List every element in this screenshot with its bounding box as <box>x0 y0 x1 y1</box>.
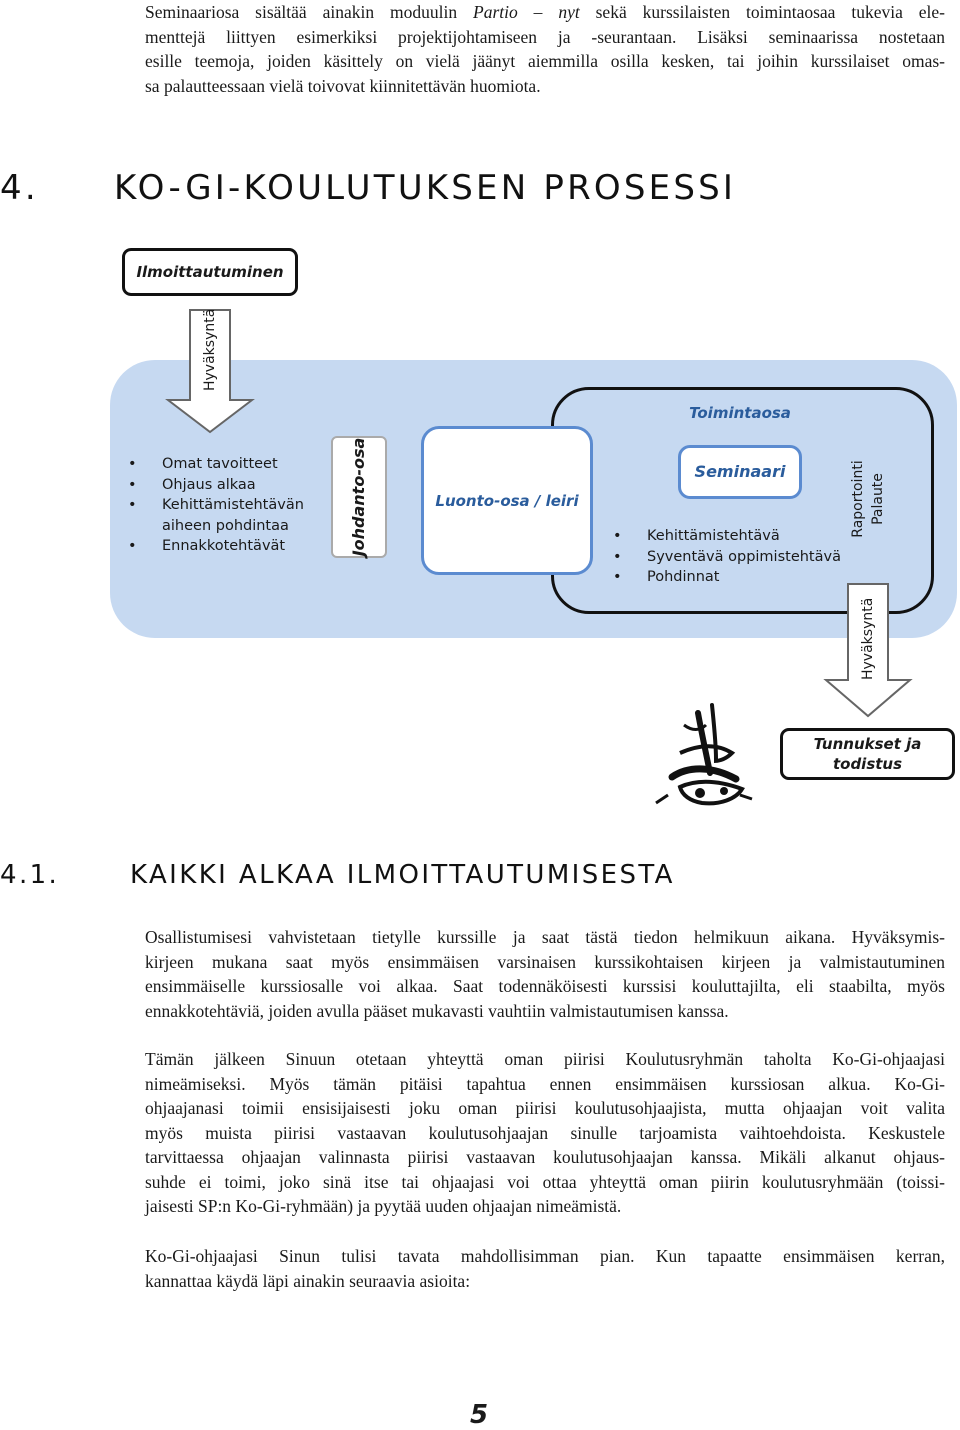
intro-line-4: sa palautteessaan vielä toivovat kiinnit… <box>145 75 541 96</box>
hyvaksynta-bottom-label: Hyväksyntä <box>860 597 876 680</box>
paragraph-line: ohjaajanasi toimii ensisijaisesti joku o… <box>145 1098 945 1118</box>
paragraph-line: kirjeen mukana saat myös ensimmäisen var… <box>145 951 945 972</box>
paragraph-line: jaisesti SP:n Ko-Gi-ryhmään) ja pyytää u… <box>145 1196 622 1216</box>
tunnukset-line-1: Tunnukset ja <box>813 735 922 753</box>
luonto-box: Luonto-osa / leiri <box>421 426 593 575</box>
paragraph-line: myös muista piirisi vastaavan koulutusoh… <box>145 1122 945 1143</box>
tunnukset-box: Tunnukset ja todistus <box>780 728 955 780</box>
section-4-heading: 4. KO-GI-KOULUTUKSEN PROSESSI <box>0 168 960 208</box>
paragraph-line: ensimmäiselle kurssiosalle voi alkaa. Sa… <box>145 976 945 996</box>
paragraph-3: Ko-Gi-ohjaajasi Sinun tulisi tavata mahd… <box>145 1244 945 1293</box>
johdanto-label: Johdanto-osa <box>349 437 368 557</box>
bullet-item: Ennakkotehtävät <box>128 536 304 557</box>
section-title: KAIKKI ALKAA ILMOITTAUTUMISESTA <box>130 860 675 890</box>
page-number: 5 <box>470 1400 489 1430</box>
toimintaosa-label: Toimintaosa <box>689 404 791 422</box>
seminar-bullets: Kehittämistehtävä Syventävä oppimistehtä… <box>613 526 841 588</box>
paragraph-line: Tämän jälkeen Sinuun otetaan yhteyttä om… <box>145 1049 945 1069</box>
intro-paragraph: Seminaariosa sisältää ainakin moduulin P… <box>145 0 945 98</box>
ilmoittautuminen-label: Ilmoittautuminen <box>136 263 284 281</box>
section-4-1-heading: 4.1. KAIKKI ALKAA ILMOITTAUTUMISESTA <box>0 860 960 892</box>
section-number: 4. <box>0 168 39 208</box>
paragraph-line: Ko-Gi-ohjaajasi Sinun tulisi tavata mahd… <box>145 1246 945 1266</box>
bullet-item: Omat tavoitteet <box>128 454 304 475</box>
bullet-continuation: aiheen pohdintaa <box>162 517 289 534</box>
paragraph-line: tarvittaessa ohjaajan valinnasta piirisi… <box>145 1147 945 1167</box>
bullet-item: Kehittämistehtävä <box>613 526 841 547</box>
intro-line-2: menttejä liittyen esimerkiksi projektijo… <box>145 26 945 47</box>
bullet-item: Syventävä oppimistehtävä <box>613 547 841 568</box>
seminaari-label: Seminaari <box>694 462 786 481</box>
process-diagram: Toimintaosa Ilmoittautuminen Hyväksyntä … <box>0 240 960 806</box>
paragraph-line: kannattaa käydä läpi ainakin seuraavia a… <box>145 1270 471 1291</box>
bullet-item: Pohdinnat <box>613 567 841 588</box>
palaute-label: Palaute <box>870 473 886 525</box>
paragraph-1: Osallistumisesi vahvistetaan tietylle ku… <box>145 925 945 1023</box>
bullet-item: Ohjaus alkaa <box>128 475 304 496</box>
ilmoittautuminen-box: Ilmoittautuminen <box>122 248 298 296</box>
hyvaksynta-arrow-bottom <box>823 583 913 718</box>
intro-bullets: Omat tavoitteet Ohjaus alkaa Kehittämist… <box>128 454 304 557</box>
intro-line-3: esille teemoja, joiden käsittely on viel… <box>145 51 945 71</box>
hyvaksynta-arrow-top <box>165 309 255 434</box>
raportointi-label: Raportointi <box>850 460 866 538</box>
tunnukset-line-2: todistus <box>832 755 903 773</box>
paragraph-line: Osallistumisesi vahvistetaan tietylle ku… <box>145 927 945 947</box>
johdanto-box <box>331 436 387 558</box>
seminaari-box: Seminaari <box>678 445 802 499</box>
paragraph-line: suhde ei toimi, joko sinä itse tai ohjaa… <box>145 1171 945 1192</box>
section-title: KO-GI-KOULUTUKSEN PROSESSI <box>114 168 737 208</box>
intro-line-1: Seminaariosa sisältää ainakin moduulin P… <box>145 2 945 22</box>
luonto-label: Luonto-osa / leiri <box>435 491 579 510</box>
section-number: 4.1. <box>0 860 60 890</box>
paragraph-line: ennakkotehtäviä, joiden avulla pääset mu… <box>145 1000 729 1021</box>
scout-woggle-icon <box>655 703 753 806</box>
paragraph-line: nimeämiseksi. Myös tämän pitäisi tapahtu… <box>145 1073 945 1094</box>
bullet-item: Kehittämistehtävän <box>128 495 304 516</box>
paragraph-2: Tämän jälkeen Sinuun otetaan yhteyttä om… <box>145 1047 945 1219</box>
hyvaksynta-top-label: Hyväksyntä <box>202 308 218 391</box>
